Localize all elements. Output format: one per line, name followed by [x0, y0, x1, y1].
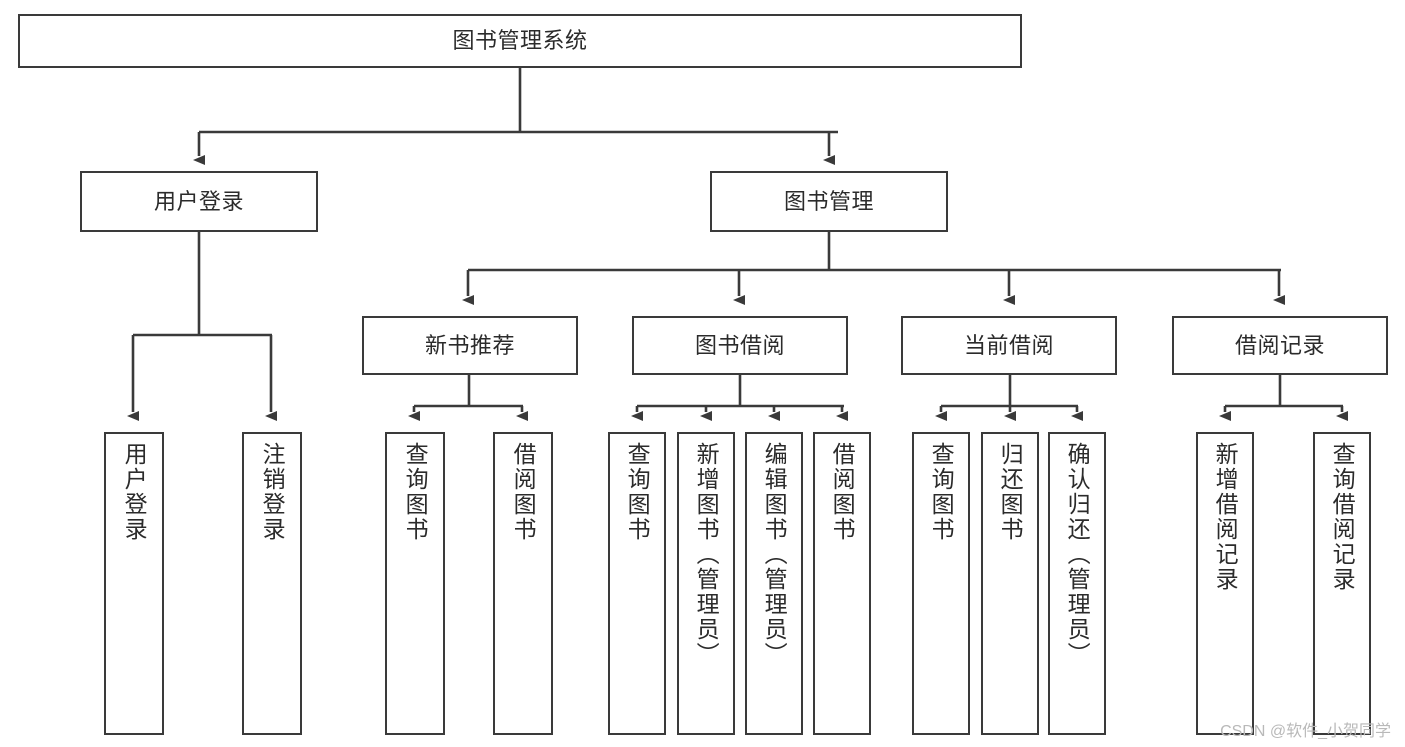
node-leaf-edit-book[interactable]: 编辑图书（管理员） — [745, 432, 803, 735]
node-borrow-record-label: 借阅记录 — [1234, 332, 1325, 358]
node-leaf-borrow-book-2-label: 借阅图书 — [829, 442, 856, 542]
node-root-label: 图书管理系统 — [452, 28, 588, 54]
node-leaf-borrow-book-1-label: 借阅图书 — [510, 442, 537, 542]
node-leaf-borrow-book-2[interactable]: 借阅图书 — [813, 432, 871, 735]
node-leaf-edit-book-label: 编辑图书（管理员） — [761, 442, 788, 667]
node-leaf-user-login[interactable]: 用户登录 — [104, 432, 164, 735]
node-borrow-record[interactable]: 借阅记录 — [1172, 316, 1388, 375]
node-new-book-recommend-label: 新书推荐 — [424, 332, 515, 358]
node-current-borrow-label: 当前借阅 — [963, 332, 1054, 358]
node-book-borrow-label: 图书借阅 — [694, 332, 785, 358]
node-leaf-query-book-1-label: 查询图书 — [402, 442, 429, 542]
node-leaf-add-record[interactable]: 新增借阅记录 — [1196, 432, 1254, 735]
node-leaf-confirm-return-label: 确认归还（管理员） — [1064, 442, 1091, 667]
node-book-manage-label: 图书管理 — [783, 188, 874, 214]
node-leaf-query-book-2[interactable]: 查询图书 — [608, 432, 666, 735]
node-new-book-recommend[interactable]: 新书推荐 — [362, 316, 578, 375]
node-leaf-query-book-2-label: 查询图书 — [624, 442, 651, 542]
node-leaf-logout[interactable]: 注销登录 — [242, 432, 302, 735]
node-leaf-borrow-book-1[interactable]: 借阅图书 — [493, 432, 553, 735]
node-user-login[interactable]: 用户登录 — [80, 171, 318, 232]
node-leaf-query-record[interactable]: 查询借阅记录 — [1313, 432, 1371, 735]
node-leaf-return-book[interactable]: 归还图书 — [981, 432, 1039, 735]
node-leaf-query-record-label: 查询借阅记录 — [1329, 442, 1356, 592]
node-leaf-user-login-label: 用户登录 — [121, 442, 148, 542]
node-leaf-add-book[interactable]: 新增图书（管理员） — [677, 432, 735, 735]
node-leaf-add-book-label: 新增图书（管理员） — [693, 442, 720, 667]
node-leaf-query-book-3-label: 查询图书 — [928, 442, 955, 542]
node-leaf-add-record-label: 新增借阅记录 — [1212, 442, 1239, 592]
node-book-manage[interactable]: 图书管理 — [710, 171, 948, 232]
node-leaf-logout-label: 注销登录 — [259, 442, 286, 542]
node-root[interactable]: 图书管理系统 — [18, 14, 1022, 68]
node-leaf-return-book-label: 归还图书 — [997, 442, 1024, 542]
node-leaf-query-book-1[interactable]: 查询图书 — [385, 432, 445, 735]
node-leaf-confirm-return[interactable]: 确认归还（管理员） — [1048, 432, 1106, 735]
node-book-borrow[interactable]: 图书借阅 — [632, 316, 848, 375]
node-leaf-query-book-3[interactable]: 查询图书 — [912, 432, 970, 735]
node-user-login-label: 用户登录 — [153, 188, 244, 214]
node-current-borrow[interactable]: 当前借阅 — [901, 316, 1117, 375]
csdn-watermark: CSDN @软件_小贺同学 — [1220, 723, 1391, 740]
